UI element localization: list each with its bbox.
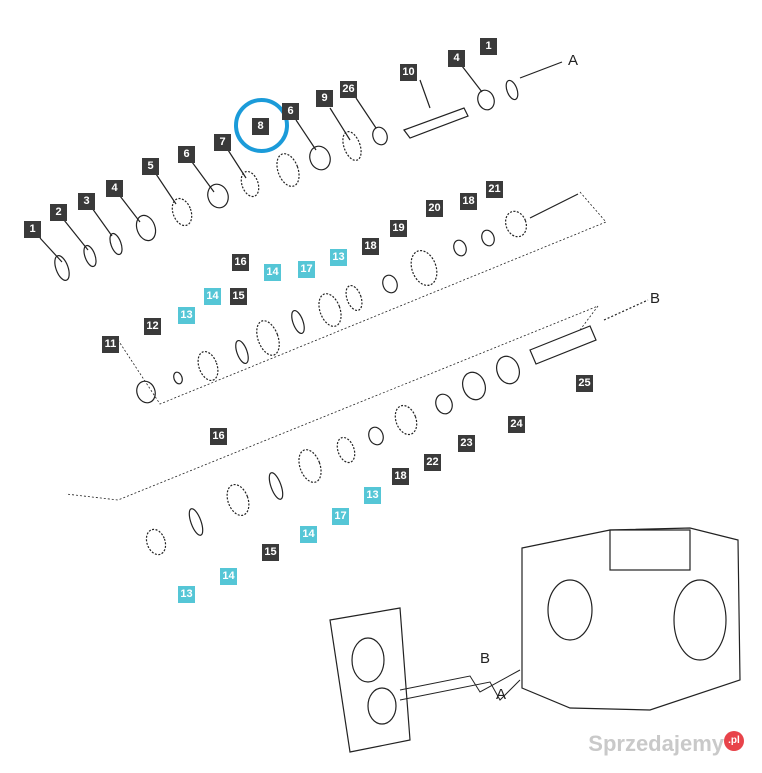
part-label: 18 — [460, 193, 477, 210]
part-label: 14 — [220, 568, 237, 585]
part-label: 14 — [264, 264, 281, 281]
part-label: 13 — [330, 249, 347, 266]
part-label: 7 — [214, 134, 231, 151]
part-label: 21 — [486, 181, 503, 198]
part-label: 19 — [390, 220, 407, 237]
part-label: 3 — [78, 193, 95, 210]
part-label: 1 — [24, 221, 41, 238]
part-label: 14 — [204, 288, 221, 305]
part-label: 13 — [364, 487, 381, 504]
part-label: 4 — [106, 180, 123, 197]
letter-a-top: A — [568, 52, 579, 69]
part-label: 17 — [332, 508, 349, 525]
part-label: 10 — [400, 64, 417, 81]
part-label: 26 — [340, 81, 357, 98]
part-label: 16 — [210, 428, 227, 445]
letter-b-middle: B — [650, 290, 661, 307]
part-label: 6 — [178, 146, 195, 163]
part-label: 5 — [142, 158, 159, 175]
part-label: 22 — [424, 454, 441, 471]
part-label: 17 — [298, 261, 315, 278]
watermark-logo: Sprzedajemy.pl — [588, 731, 744, 757]
part-label: 4 — [448, 50, 465, 67]
part-label: 15 — [262, 544, 279, 561]
part-label-highlighted: 8 — [252, 118, 269, 135]
part-label: 6 — [282, 103, 299, 120]
part-label: 20 — [426, 200, 443, 217]
highlight-circle — [234, 98, 289, 153]
part-label: 13 — [178, 307, 195, 324]
part-label: 2 — [50, 204, 67, 221]
part-label: 13 — [178, 586, 195, 603]
part-label: 23 — [458, 435, 475, 452]
part-label: 18 — [362, 238, 379, 255]
part-label: 16 — [232, 254, 249, 271]
part-label: 25 — [576, 375, 593, 392]
part-label: 1 — [480, 38, 497, 55]
letter-b-bottom: B — [480, 650, 491, 667]
part-label: 15 — [230, 288, 247, 305]
part-label: 9 — [316, 90, 333, 107]
part-label: 11 — [102, 336, 119, 353]
part-label: 12 — [144, 318, 161, 335]
part-label: 18 — [392, 468, 409, 485]
letter-a-bottom: A — [496, 686, 507, 703]
part-label: 24 — [508, 416, 525, 433]
part-label: 14 — [300, 526, 317, 543]
